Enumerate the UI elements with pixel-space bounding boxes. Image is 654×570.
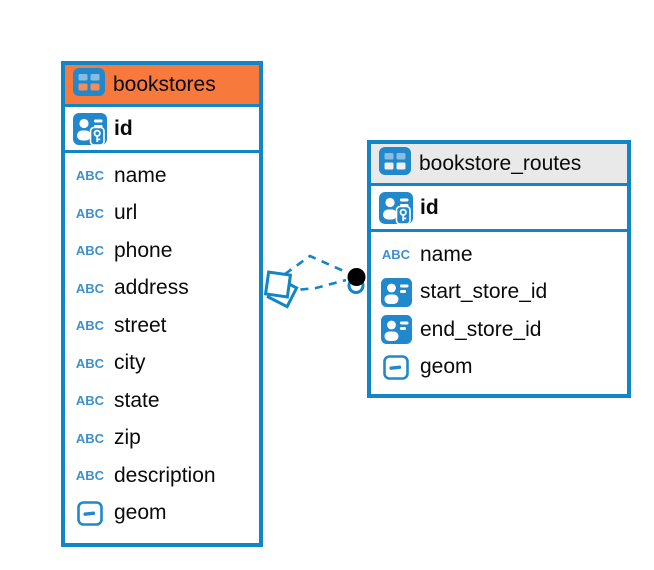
row-address[interactable]: ABC address <box>65 270 259 308</box>
row-url[interactable]: ABC url <box>65 195 259 233</box>
text-type-icon: ABC <box>381 247 411 263</box>
column-name-label: address <box>114 276 189 300</box>
text-type-icon: ABC <box>75 393 105 409</box>
column-name-label: description <box>114 463 216 487</box>
row-start-store-id[interactable]: start_store_id <box>371 274 627 312</box>
column-name-label: geom <box>420 355 473 379</box>
row-geom[interactable]: geom <box>65 495 259 533</box>
text-type-icon: ABC <box>75 468 105 484</box>
text-type-icon: ABC <box>75 430 105 446</box>
text-type-icon: ABC <box>75 205 105 221</box>
row-description[interactable]: ABC description <box>65 457 259 495</box>
text-type-icon: ABC <box>75 355 105 371</box>
relationship-source-marker[interactable] <box>263 270 293 299</box>
column-name-label: id <box>420 195 439 219</box>
table-icon <box>379 147 411 180</box>
column-name-label: geom <box>114 501 167 525</box>
columns-section: ABC name start_store_id <box>371 232 627 389</box>
text-type-icon: ABC <box>75 243 105 259</box>
foreign-key-icon <box>379 277 413 307</box>
primary-key-icon <box>379 191 413 224</box>
table-header[interactable]: bookstores <box>65 65 259 107</box>
row-name[interactable]: ABC name <box>371 236 627 274</box>
row-name[interactable]: ABC name <box>65 157 259 195</box>
table-bookstore-routes[interactable]: bookstore_routes <box>367 140 631 398</box>
primary-key-section: id <box>371 186 627 232</box>
text-type-icon: ABC <box>75 280 105 296</box>
primary-key-icon <box>73 112 107 145</box>
column-name-label: start_store_id <box>420 280 548 304</box>
column-name-label: zip <box>114 426 141 450</box>
table-icon <box>73 68 105 101</box>
column-name-label: id <box>114 116 133 140</box>
relationship-target-marker[interactable] <box>347 277 365 294</box>
primary-key-section: id <box>65 107 259 153</box>
row-geom[interactable]: geom <box>371 349 627 387</box>
row-id[interactable]: id <box>65 107 259 150</box>
relationship-line[interactable] <box>285 278 347 293</box>
table-title: bookstore_routes <box>419 151 582 175</box>
foreign-key-icon <box>379 315 413 345</box>
table-header[interactable]: bookstore_routes <box>371 144 627 186</box>
column-name-label: city <box>114 351 146 375</box>
row-phone[interactable]: ABC phone <box>65 232 259 270</box>
column-name-label: name <box>114 163 167 187</box>
row-city[interactable]: ABC city <box>65 345 259 383</box>
text-type-icon: ABC <box>75 168 105 184</box>
column-name-label: url <box>114 201 138 225</box>
relationship-line[interactable] <box>284 254 349 276</box>
relationship-source-marker[interactable] <box>266 276 299 309</box>
columns-section: ABC name ABC url ABC phone ABC address A… <box>65 153 259 535</box>
column-name-label: state <box>114 388 160 412</box>
column-name-label: end_store_id <box>420 317 542 341</box>
row-id[interactable]: id <box>371 186 627 229</box>
table-title: bookstores <box>113 72 216 96</box>
row-zip[interactable]: ABC zip <box>65 420 259 458</box>
row-end-store-id[interactable]: end_store_id <box>371 311 627 349</box>
text-type-icon: ABC <box>75 318 105 334</box>
geometry-type-icon <box>379 354 413 380</box>
row-state[interactable]: ABC state <box>65 382 259 420</box>
column-name-label: street <box>114 313 167 337</box>
table-bookstores[interactable]: bookstores id <box>61 61 263 547</box>
geometry-type-icon <box>73 500 107 526</box>
relationship-target-marker[interactable] <box>347 268 366 286</box>
row-street[interactable]: ABC street <box>65 307 259 345</box>
column-name-label: phone <box>114 238 173 262</box>
column-name-label: name <box>420 242 473 266</box>
